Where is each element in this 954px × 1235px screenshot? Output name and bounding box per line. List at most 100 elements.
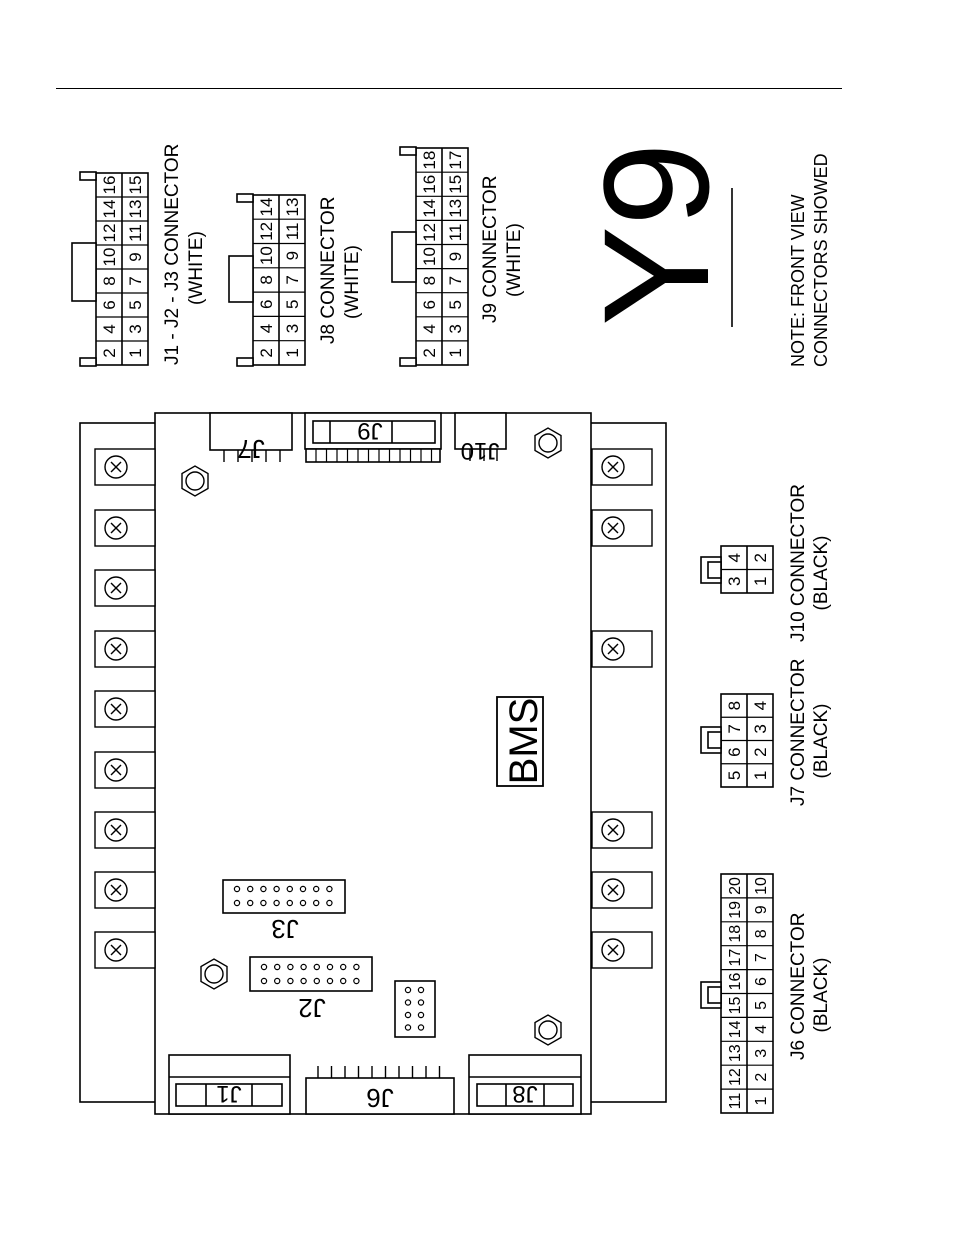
pin-number-top: 10 [100, 248, 119, 267]
pin-number-top: 11 [727, 1093, 744, 1110]
j1-j2-j3-connector-color: (WHITE) [186, 231, 207, 305]
screw-terminal [94, 569, 156, 607]
pin-number-bottom: 15 [446, 175, 465, 194]
standoff-hex [181, 465, 209, 497]
pin-number-bottom: 5 [753, 1001, 770, 1010]
pin-number-top: 14 [100, 200, 119, 219]
pin-number-bottom: 17 [446, 151, 465, 170]
header-j2-label: J2 [298, 993, 325, 1023]
screw-terminal [94, 871, 156, 909]
screw-terminal [591, 448, 653, 486]
screw-terminal [94, 448, 156, 486]
pin-number-bottom: 9 [753, 905, 770, 914]
pin-number-bottom: 11 [446, 224, 465, 242]
pin-number-top: 12 [420, 223, 439, 242]
pin-number-bottom: 11 [283, 223, 302, 241]
pin-number-bottom: 7 [126, 276, 145, 285]
pin-number-bottom: 15 [126, 176, 145, 195]
note-line-1: NOTE: FRONT VIEW [788, 194, 808, 367]
pin-number-top: 13 [727, 1044, 744, 1062]
pin-number-bottom: 1 [751, 771, 770, 780]
bms-board-label: BMS [502, 698, 546, 785]
j7-connector-color: (BLACK) [811, 704, 832, 779]
pin-number-bottom: 1 [283, 348, 302, 357]
screw-terminal [591, 871, 653, 909]
header-j9-label: J9 [357, 417, 382, 444]
screw-terminal [591, 931, 653, 969]
pin-number-top: 12 [257, 222, 276, 241]
bms-label-box [496, 696, 544, 787]
pin-number-top: 8 [725, 701, 744, 710]
pin-number-top: 8 [100, 276, 119, 285]
screw-terminal [94, 509, 156, 547]
header-j6-label: J6 [366, 1083, 393, 1113]
pin-number-top: 20 [727, 877, 744, 895]
pin-number-top: 14 [727, 1020, 744, 1038]
pin-number-bottom: 4 [751, 701, 770, 710]
pin-number-top: 8 [257, 275, 276, 284]
pin-number-top: 3 [725, 577, 744, 586]
header-j3-label: J3 [271, 914, 298, 944]
pin-number-bottom: 3 [753, 1049, 770, 1058]
screw-terminal [94, 811, 156, 849]
pin-number-top: 6 [100, 300, 119, 309]
pin-number-top: 6 [725, 747, 744, 756]
pin-number-bottom: 3 [751, 724, 770, 733]
pin-number-bottom: 2 [753, 1073, 770, 1082]
pin-number-top: 4 [420, 324, 439, 333]
pin-number-bottom: 1 [446, 348, 465, 357]
pin-number-bottom: 5 [126, 300, 145, 309]
screw-terminal [94, 931, 156, 969]
pin-number-top: 5 [725, 771, 744, 780]
pin-number-top: 12 [100, 224, 119, 243]
pin-number-top: 10 [420, 247, 439, 266]
standoff-hex [534, 1014, 562, 1046]
pin-number-bottom: 10 [753, 877, 770, 895]
pin-number-bottom: 5 [446, 300, 465, 309]
pin-number-bottom: 1 [126, 348, 145, 357]
pin-number-top: 6 [257, 300, 276, 309]
j6-connector-color: (BLACK) [811, 958, 832, 1033]
pin-number-top: 18 [420, 151, 439, 170]
pin-number-bottom: 1 [753, 1097, 770, 1106]
pin-number-bottom: 7 [753, 953, 770, 962]
pin-number-top: 2 [257, 348, 276, 357]
page-title: Y9 [572, 143, 740, 326]
header-j8-label: J8 [512, 1080, 537, 1107]
pin-number-bottom: 1 [751, 577, 770, 586]
pin-number-bottom: 13 [283, 198, 302, 217]
pin-number-bottom: 7 [283, 275, 302, 284]
pin-number-top: 12 [727, 1068, 744, 1086]
standoff-hex [534, 427, 562, 459]
pin-number-top: 14 [420, 199, 439, 218]
header-rule [56, 88, 842, 89]
j8-connector-label: J8 CONNECTOR [318, 197, 339, 344]
j10-connector-color: (BLACK) [811, 536, 832, 611]
j9-connector-label: J9 CONNECTOR [480, 176, 501, 323]
pin-number-top: 14 [257, 198, 276, 217]
pin-number-bottom: 2 [751, 747, 770, 756]
pin-number-bottom: 13 [126, 200, 145, 219]
pin-number-bottom: 7 [446, 276, 465, 285]
pin-number-bottom: 6 [753, 977, 770, 986]
bms-board: J7 J9 J10 J3 J2 BMS J1 [79, 412, 667, 1115]
screw-terminal [591, 509, 653, 547]
pin-number-bottom: 3 [446, 324, 465, 333]
header-j7-label: J7 [237, 434, 264, 464]
pin-number-bottom: 3 [283, 324, 302, 333]
header-j10-label: J10 [461, 437, 500, 464]
screw-terminal [94, 751, 156, 789]
screw-terminal [591, 630, 653, 668]
screw-terminal [94, 690, 156, 728]
j7-connector-label: J7 CONNECTOR [788, 659, 809, 806]
note-line-2: CONNECTORS SHOWED [811, 153, 831, 367]
pin-number-bottom: 8 [753, 929, 770, 938]
header-j1-label: J1 [216, 1080, 241, 1107]
pin-number-top: 4 [100, 324, 119, 333]
j6-connector-label: J6 CONNECTOR [788, 913, 809, 1060]
